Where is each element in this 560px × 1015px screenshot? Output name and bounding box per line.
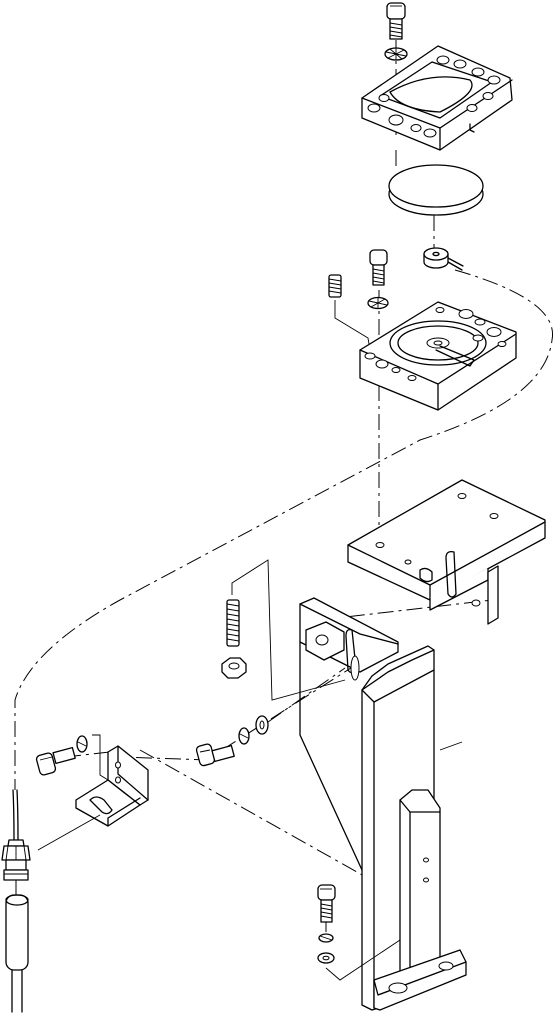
left-screw-leader [92, 735, 108, 780]
bottom-flat-washer [318, 953, 334, 963]
cable-connector [2, 790, 30, 1012]
mounting-plate [348, 480, 545, 624]
base-plate-with-recess [360, 302, 516, 410]
hex-nut [222, 658, 246, 678]
set-screw [329, 275, 341, 297]
middle-row-flat-washer [256, 716, 268, 734]
middle-cap-screw [370, 250, 387, 285]
threaded-stud [227, 600, 239, 646]
sensor-button [424, 248, 463, 270]
middle-lock-washer [368, 297, 388, 309]
left-cap-screw [36, 748, 76, 776]
bottom-cap-screw [318, 885, 335, 922]
assembly-centerlines [15, 40, 553, 885]
connector-leader [38, 815, 100, 850]
washer-centerline [268, 668, 345, 722]
top-cap-screw [387, 3, 405, 39]
middle-row-cap-screw [196, 743, 235, 766]
clamp-ring-plate [362, 46, 512, 150]
left-lock-washer [77, 736, 87, 752]
top-lock-washer [385, 48, 407, 60]
column-bracket [300, 598, 466, 1010]
glass-disc [389, 165, 483, 215]
middle-row-lock-washer [239, 728, 249, 744]
bottom-lock-washer [319, 934, 333, 942]
set-screw-leader [335, 300, 370, 350]
